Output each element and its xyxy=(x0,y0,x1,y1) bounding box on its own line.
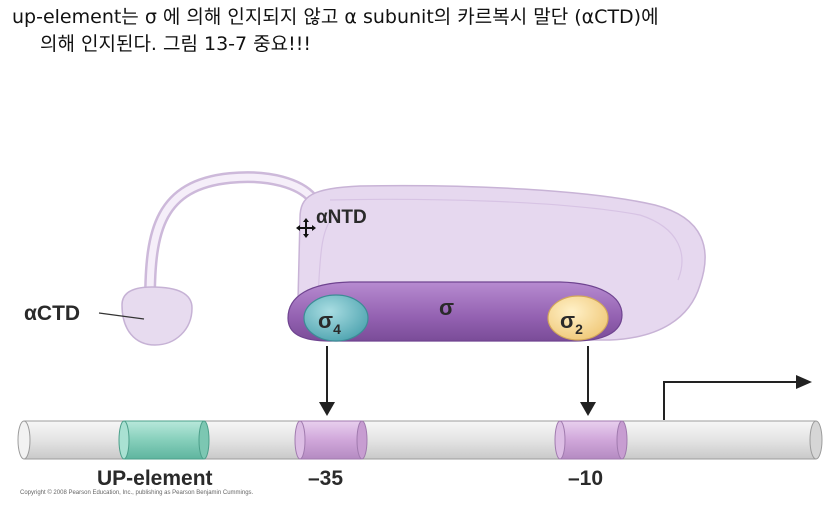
up-element-label: UP-element xyxy=(97,467,213,490)
sigma4-label-sub: 4 xyxy=(333,321,341,337)
alpha-ctd-leader-line xyxy=(98,312,145,320)
sigma4-label: σ4 xyxy=(318,308,341,337)
alpha-ntd-label: αNTD xyxy=(316,207,367,228)
sigma2-label-sub: 2 xyxy=(575,321,583,337)
minus35-box xyxy=(299,420,363,460)
sigma4-domain xyxy=(303,294,369,342)
alpha-ctd-domain xyxy=(121,286,193,346)
sigma2-label-main: σ xyxy=(560,308,575,333)
header-line-1: up-element는 σ 에 의해 인지되지 않고 α subunit의 카르… xyxy=(12,6,659,28)
sigma4-label-main: σ xyxy=(318,308,333,333)
alpha-linker xyxy=(144,171,318,306)
copyright-notice: Copyright © 2008 Pearson Education, Inc.… xyxy=(20,490,254,496)
minus10-box xyxy=(559,420,623,460)
minus35-label: –35 xyxy=(308,467,343,490)
sigma-factor xyxy=(287,281,623,342)
move-cursor-icon xyxy=(296,218,316,238)
up-element-region xyxy=(123,420,205,460)
sigma2-label: σ2 xyxy=(560,308,583,337)
sigma-label: σ xyxy=(439,295,454,320)
header-line-2: 의해 인지된다. 그림 13-7 중요!!! xyxy=(40,33,311,55)
alpha-ctd-label: αCTD xyxy=(24,302,80,325)
transcription-start-arrow xyxy=(663,381,798,420)
sigma2-domain xyxy=(547,295,609,341)
minus10-label: –10 xyxy=(568,467,603,490)
